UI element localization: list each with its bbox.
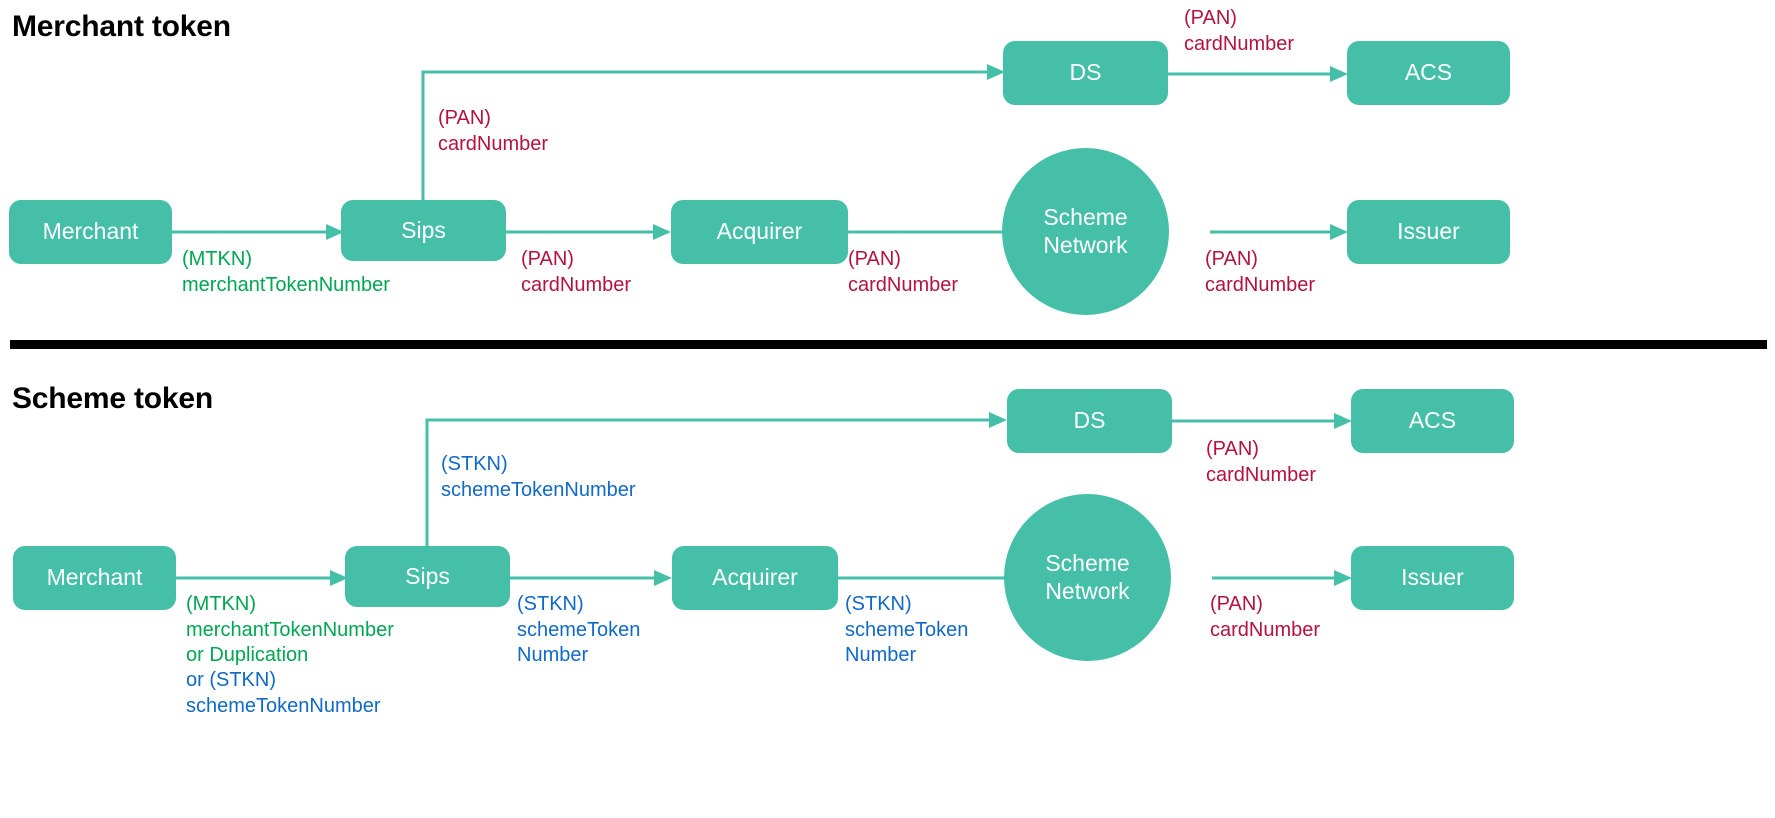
node-scheme-token-scheme-network[interactable]: Scheme Network: [1004, 494, 1171, 661]
edge-label-scheme-token-sips-to-ds: (STKN) schemeTokenNumber: [441, 453, 636, 501]
node-scheme-token-ds[interactable]: DS: [1007, 389, 1172, 453]
edge-label-scheme-token-sips-to-acquirer: (STKN) schemeToken Number: [517, 593, 641, 667]
edge-label-merchant-token-ds-to-acs: (PAN) cardNumber: [1184, 7, 1295, 55]
node-scheme-token-merchant[interactable]: Merchant: [13, 546, 176, 610]
arrowhead-sips-to-acquirer: [653, 224, 671, 240]
edge-label-merchant-token-merchant-to-sips: (MTKN) merchantTokenNumber: [182, 248, 390, 296]
section-title-scheme-token: Scheme token: [12, 382, 214, 415]
edge-label-merchant-token-scheme-to-issuer: (PAN) cardNumber: [1205, 248, 1316, 296]
node-scheme-token-acquirer[interactable]: Acquirer: [672, 546, 838, 610]
edge-label-scheme-token-merchant-to-sips-blue: or (STKN) schemeTokenNumber: [186, 669, 381, 717]
edge-label-scheme-token-ds-to-acs: (PAN) cardNumber: [1206, 438, 1317, 486]
arrowhead-ds-to-acs: [1330, 66, 1348, 82]
node-merchant-token-merchant[interactable]: Merchant: [9, 200, 172, 264]
node-merchant-token-acquirer[interactable]: Acquirer: [671, 200, 848, 264]
arrowhead-ds-to-acs-2: [1334, 413, 1352, 429]
edge-label-scheme-token-scheme-to-issuer: (PAN) cardNumber: [1210, 593, 1321, 641]
edge-label-merchant-token-acquirer-to-scheme: (PAN) cardNumber: [848, 248, 959, 296]
arrowhead-scheme-to-issuer: [1330, 224, 1348, 240]
node-merchant-token-acs[interactable]: ACS: [1347, 41, 1510, 105]
arrowhead-sips-to-ds-2: [989, 412, 1007, 428]
arrowhead-scheme-to-issuer-2: [1334, 570, 1352, 586]
node-scheme-token-sips[interactable]: Sips: [345, 546, 510, 607]
arrowhead-sips-to-acquirer-2: [654, 570, 672, 586]
edge-label-scheme-token-merchant-to-sips-green: (MTKN) merchantTokenNumber or Duplicatio…: [186, 593, 394, 667]
node-merchant-token-ds[interactable]: DS: [1003, 41, 1168, 105]
node-merchant-token-issuer[interactable]: Issuer: [1347, 200, 1510, 264]
node-merchant-token-sips[interactable]: Sips: [341, 200, 506, 261]
edge-label-merchant-token-sips-to-ds: (PAN) cardNumber: [438, 107, 549, 155]
node-scheme-token-issuer[interactable]: Issuer: [1351, 546, 1514, 610]
node-merchant-token-scheme-network[interactable]: Scheme Network: [1002, 148, 1169, 315]
edge-label-scheme-token-acquirer-to-scheme: (STKN) schemeToken Number: [845, 593, 969, 667]
node-scheme-token-acs[interactable]: ACS: [1351, 389, 1514, 453]
section-title-merchant-token: Merchant token: [12, 10, 231, 43]
edge-label-merchant-token-sips-to-acquirer: (PAN) cardNumber: [521, 248, 632, 296]
section-divider: [10, 340, 1767, 349]
